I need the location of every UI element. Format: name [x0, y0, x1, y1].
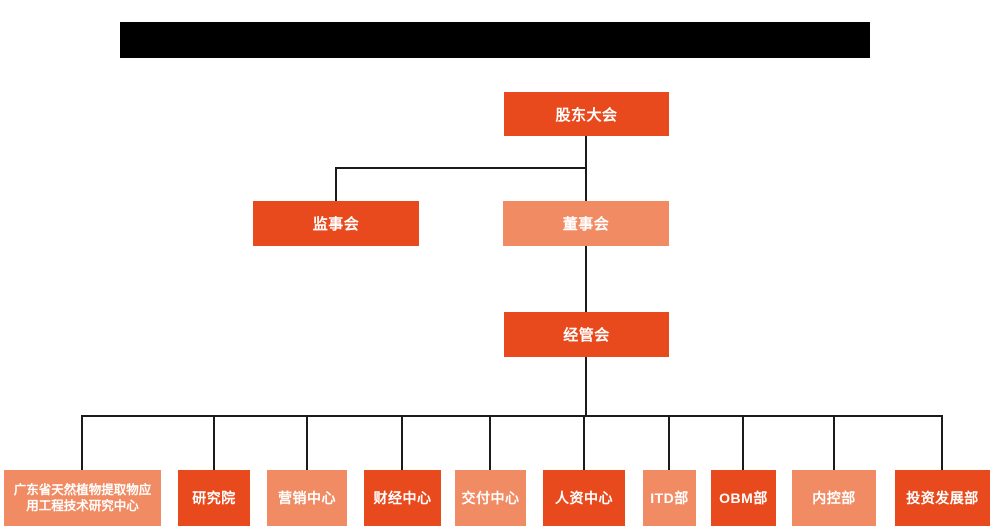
node-supervisory-board: 监事会 [253, 201, 419, 246]
connector-drop-research-institute [213, 415, 215, 470]
node-management-committee: 经管会 [504, 312, 669, 357]
connector-departments-spine [81, 415, 943, 417]
connector-drop-research-center [81, 415, 83, 470]
connector-management-down [585, 357, 587, 417]
connector-drop-itd-dept [668, 415, 670, 470]
node-marketing-center: 营销中心 [267, 470, 347, 526]
connector-drop-obm-dept [742, 415, 744, 470]
node-shareholders-meeting: 股东大会 [504, 92, 669, 136]
node-internal-control-department: 内控部 [792, 470, 876, 526]
node-investment-development-department: 投资发展部 [895, 470, 990, 526]
node-guangdong-plant-extract-research-center: 广东省天然植物提取物应用工程技术研究中心 [4, 470, 161, 526]
connector-supervisory-drop [335, 167, 337, 201]
node-research-institute: 研究院 [178, 470, 250, 526]
connector-board-to-management [585, 246, 587, 312]
node-finance-center: 财经中心 [364, 470, 441, 526]
connector-drop-delivery-center [489, 415, 491, 470]
node-itd-department: ITD部 [643, 470, 696, 526]
connector-branch-horizontal [335, 167, 587, 169]
connector-drop-investment-dev [941, 415, 943, 470]
node-board-of-directors: 董事会 [503, 201, 669, 246]
connector-drop-marketing-center [306, 415, 308, 470]
node-delivery-center: 交付中心 [455, 470, 526, 526]
connector-drop-hr-center [583, 415, 585, 470]
redacted-title-bar [120, 22, 870, 58]
connector-drop-internal-control [833, 415, 835, 470]
node-hr-center: 人资中心 [543, 470, 625, 526]
node-obm-department: OBM部 [711, 470, 776, 526]
connector-drop-finance-center [401, 415, 403, 470]
